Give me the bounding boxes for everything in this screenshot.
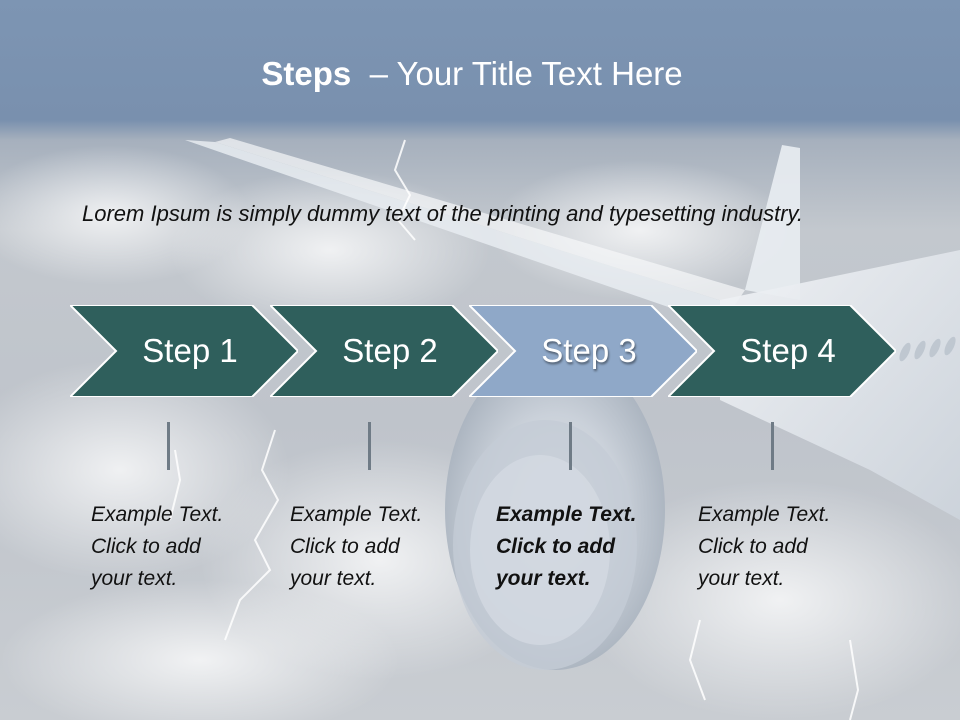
step-2-example-text[interactable]: Example Text. Click to add your text. [290,499,460,595]
step-3-connector [569,422,572,470]
example-line: Click to add [496,535,616,558]
step-arrow-shape [469,305,697,397]
example-line: Click to add [290,535,400,558]
step-2-connector [368,422,371,470]
example-line: your text. [698,567,785,590]
step-2-arrow[interactable]: Step 2 [270,305,498,397]
example-line: your text. [496,567,591,590]
step-arrow-shape [270,305,498,397]
step-1-arrow[interactable]: Step 1 [70,305,298,397]
step-2-label: Step 2 [342,332,438,369]
step-4-arrow[interactable]: Step 4 [668,305,896,397]
example-line: Example Text. [290,503,423,526]
example-line: Example Text. [91,503,224,526]
step-1-label: Step 1 [142,332,238,369]
example-line: Example Text. [698,503,831,526]
body-text[interactable]: Lorem Ipsum is simply dummy text of the … [82,201,804,226]
step-3-arrow[interactable]: Step 3 [469,305,697,397]
step-3-example-text[interactable]: Example Text. Click to add your text. [496,499,666,595]
step-arrow-shape [668,305,896,397]
step-4-connector [771,422,774,470]
step-1-connector [167,422,170,470]
step-4-label: Step 4 [740,332,836,369]
example-line: Example Text. [496,503,637,526]
example-line: Click to add [698,535,808,558]
step-3-label: Step 3 [541,332,637,369]
slide-title[interactable]: Steps – Your Title Text Here [0,52,944,96]
title-bold: Steps [261,55,352,92]
example-line: your text. [91,567,178,590]
example-line: Click to add [91,535,201,558]
step-1-example-text[interactable]: Example Text. Click to add your text. [91,499,261,595]
step-arrow-shape [70,305,298,397]
title-rest: – Your Title Text Here [369,55,683,92]
example-line: your text. [290,567,377,590]
step-4-example-text[interactable]: Example Text. Click to add your text. [698,499,868,595]
